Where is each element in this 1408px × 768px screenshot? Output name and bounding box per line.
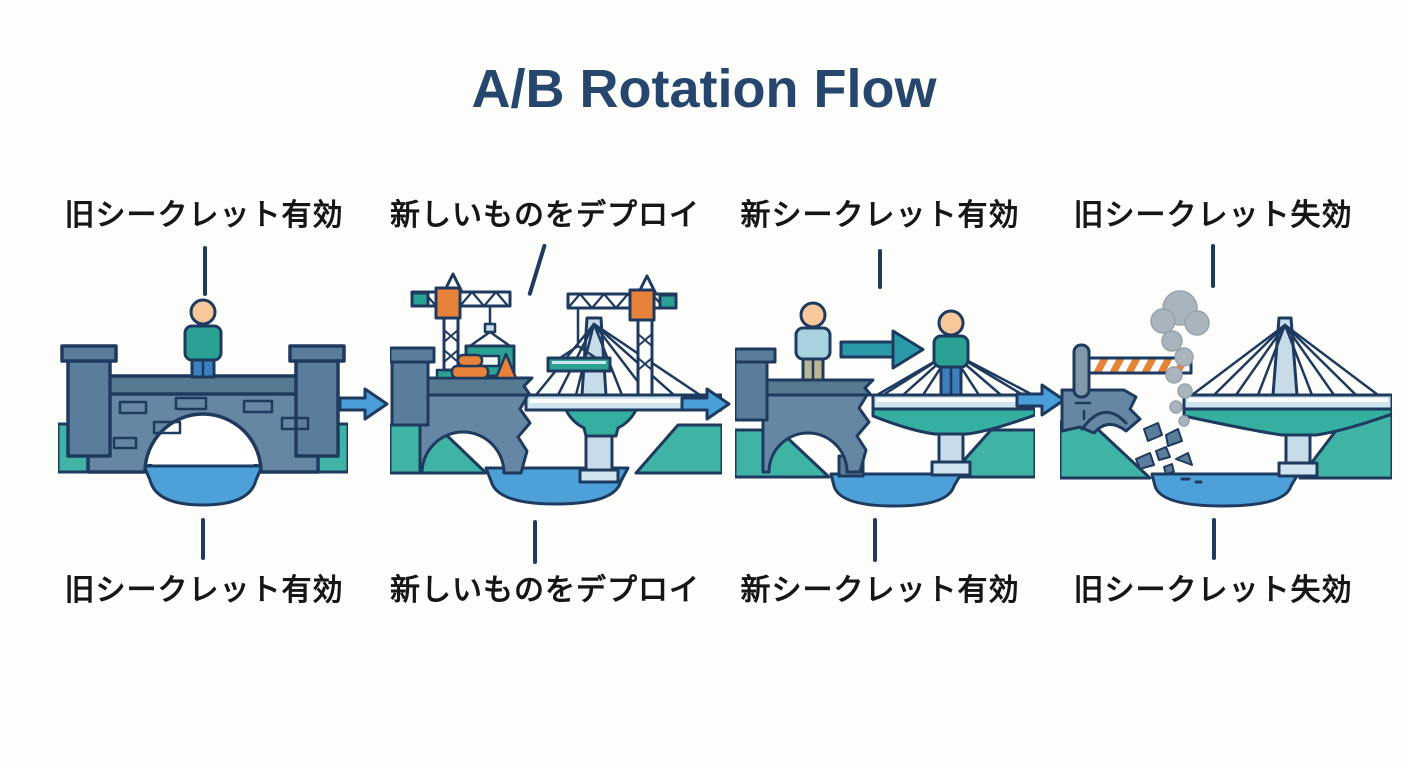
water [142,464,264,507]
person-icon-old-bridge [794,301,832,382]
stage-4-top-connector-line [1211,244,1215,288]
flow-arrow-icon [1015,383,1066,417]
move-arrow-icon [839,329,925,370]
flow-arrow-icon [680,387,731,421]
person-icon-new-bridge [932,309,970,397]
stage-3-bottom-connector-line [873,518,877,562]
stage-1-top-label: 旧シークレット有効 [64,199,344,232]
stage-3-top-connector-line [878,249,882,289]
traffic-cone-icon [450,352,518,380]
stage-4-bottom-connector-line [1212,518,1216,560]
old-stone-bridge-half [390,346,534,475]
crane-icon-right [546,274,678,397]
crane-icon-left [410,272,516,380]
page-title: A/B Rotation Flow [471,59,937,119]
water [1150,472,1300,508]
water [829,472,963,508]
flow-arrow-icon [338,387,389,421]
stage-1-top-connector-line [203,246,207,296]
person-icon [183,298,223,379]
smoke-icon [1150,290,1210,427]
old-bridge-stub [1060,388,1142,435]
stage-4-top-label: 旧シークレット失効 [1073,199,1353,232]
stage-3-top-label: 新シークレット有効 [740,199,1020,232]
falling-rubble [1135,422,1203,484]
stage-3-illustration-crossing-icon [735,301,1035,508]
stage-1-illustration-old-bridge-icon [58,298,348,507]
stage-1-bottom-label: 旧シークレット有効 [64,574,344,607]
stage-2-top-label: 新しいものをデプロイ [390,199,700,232]
stage-2-bottom-connector-line [533,520,537,564]
old-stone-bridge-broken [735,347,875,478]
stage-4-bottom-label: 旧シークレット失効 [1073,574,1353,607]
stage-1-bottom-connector-line [201,518,205,560]
old-stone-bridge [60,344,346,474]
stage-3-bottom-label: 新シークレット有効 [740,574,1020,607]
barrier-icon [1072,343,1193,399]
new-cable-bridge [1182,316,1392,478]
stage-2-illustration-construction-icon [390,272,722,506]
lifted-deck-segment [546,356,612,373]
stage-2-bottom-label: 新しいものをデプロイ [390,574,700,607]
stage-4-illustration-demolition-icon [1060,290,1392,508]
